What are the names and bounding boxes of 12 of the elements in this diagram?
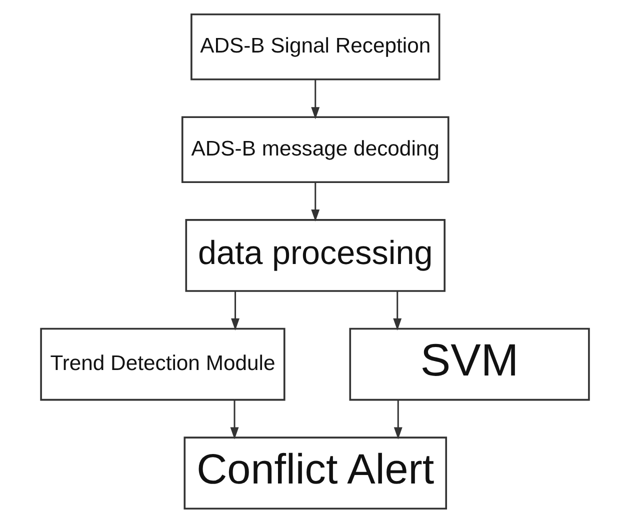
node-box: ADS-B message decoding [180,116,449,184]
node-box: SVM [348,328,590,401]
arrow [310,79,320,120]
arrow [310,182,320,222]
node-box: data processing [184,219,446,292]
node-box: Trend Detection Module [40,328,285,401]
arrow [392,291,402,330]
node-box: ADS-B Signal Reception [190,13,440,80]
arrow [230,291,239,330]
arrow [230,400,238,440]
node-box: Conflict Alert [183,436,447,510]
arrow [393,400,402,440]
